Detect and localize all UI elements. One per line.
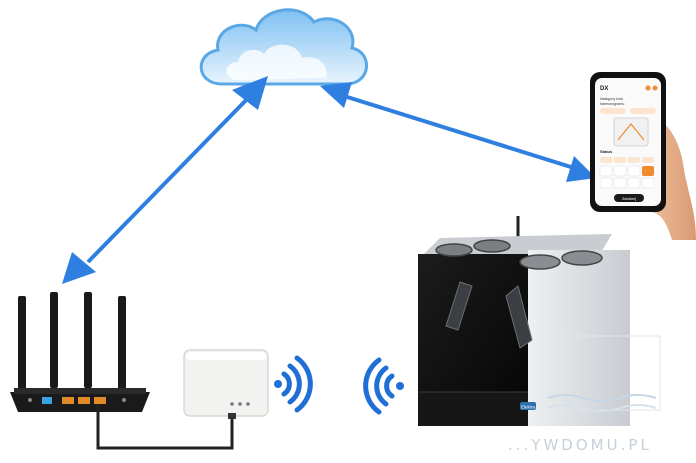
phone-section-title: Następny krok: [600, 97, 623, 101]
phone-status-row: [600, 157, 654, 163]
wifi-bridge-device: [183, 349, 269, 419]
phone-chip[interactable]: [600, 108, 626, 114]
ethernet-cable: [96, 404, 234, 450]
phone-settings-icon[interactable]: [645, 85, 651, 91]
router: [10, 292, 150, 412]
watermark: ...YWDOMU.PL: [508, 436, 652, 454]
phone-house-diagram: [613, 117, 649, 147]
phone-close-button-label: Zamknij: [622, 196, 636, 201]
cloud-icon: [199, 8, 368, 86]
phone-menu-icon[interactable]: [652, 85, 658, 91]
router-lan-port: [94, 397, 106, 404]
smartphone: DX Następny krok harmonogramu Status Zam…: [590, 72, 666, 212]
phone-close-button[interactable]: [614, 194, 644, 202]
unit-brand-badge: Elektra: [521, 405, 536, 410]
router-lan-port: [78, 397, 90, 404]
router-wan-port: [42, 397, 52, 404]
arrow-cloud-phone: [320, 82, 596, 182]
wifi-waves-icon: [363, 357, 404, 415]
ventilation-unit: Elektra: [418, 216, 661, 426]
phone-header: DX: [600, 86, 608, 92]
arrow-cloud-router: [62, 76, 268, 284]
phone-section-subtitle: harmonogramu: [600, 102, 624, 106]
router-lan-port: [62, 397, 74, 404]
phone-chip[interactable]: [630, 108, 656, 114]
phone-tile-grid[interactable]: [599, 165, 655, 189]
phone-status-title: Status: [600, 149, 613, 154]
wifi-waves-icon: [274, 355, 313, 413]
